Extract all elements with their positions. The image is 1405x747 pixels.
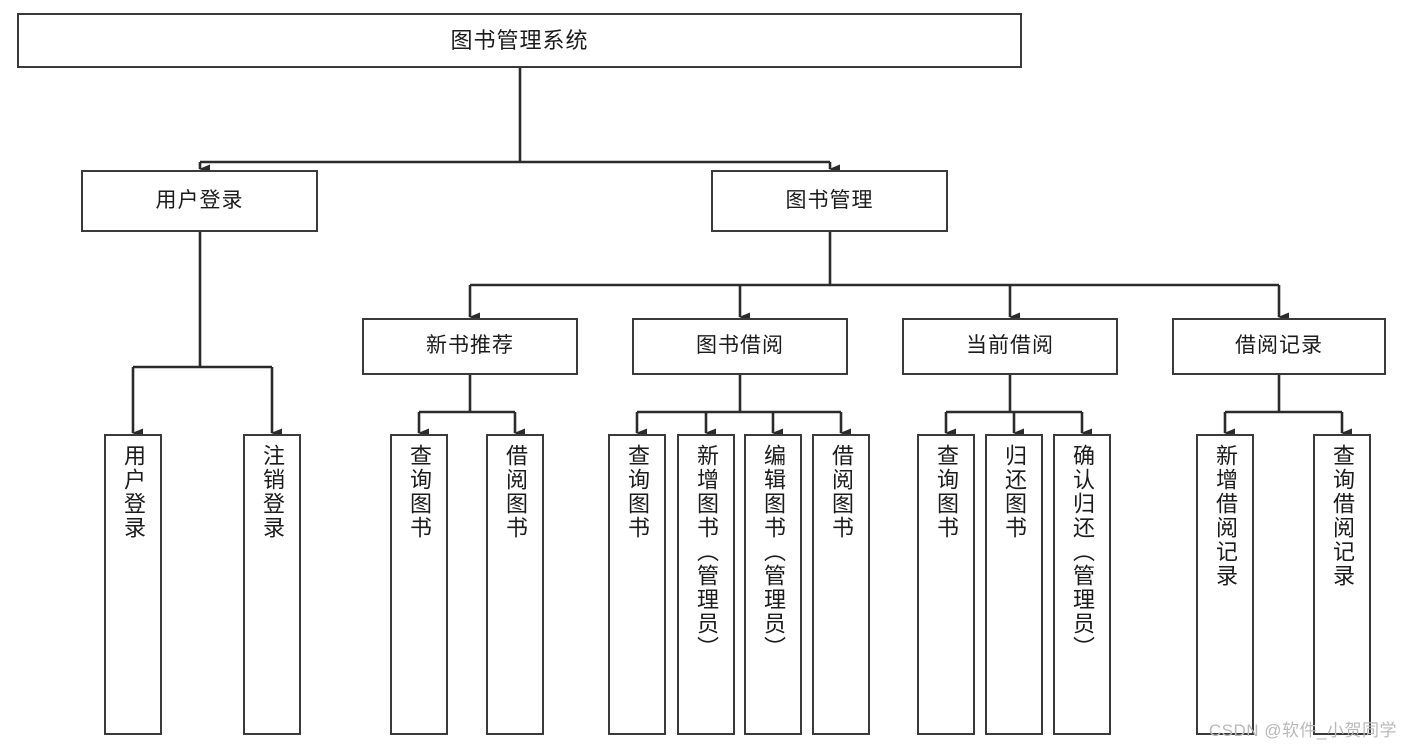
node-current-borrow[interactable]: 当前借阅: [902, 318, 1118, 375]
node-leaf-add-book-label: 新增图书（管理员）: [693, 444, 719, 660]
watermark-text: CSDN @软件_小贺同学: [1208, 721, 1397, 740]
node-leaf-return-book-label: 归还图书: [1001, 444, 1027, 540]
node-borrow-record-label: 借阅记录: [1235, 334, 1323, 358]
node-leaf-confirm-return[interactable]: 确认归还（管理员）: [1053, 434, 1111, 735]
node-root[interactable]: 图书管理系统: [17, 13, 1022, 68]
node-leaf-logout-label: 注销登录: [259, 444, 285, 540]
node-leaf-edit-book-label: 编辑图书（管理员）: [760, 444, 786, 660]
node-leaf-query-record-label: 查询借阅记录: [1329, 444, 1355, 588]
node-book-borrow[interactable]: 图书借阅: [632, 318, 848, 375]
node-leaf-user-login-label: 用户登录: [120, 444, 146, 540]
node-leaf-query-book-1[interactable]: 查询图书: [390, 434, 448, 735]
node-leaf-borrow-book-2-label: 借阅图书: [828, 444, 854, 540]
node-leaf-query-book-2[interactable]: 查询图书: [608, 434, 666, 735]
node-leaf-query-book-1-label: 查询图书: [406, 444, 432, 540]
node-new-book-recommend-label: 新书推荐: [426, 334, 514, 358]
node-book-manage-label: 图书管理: [785, 188, 874, 212]
node-leaf-confirm-return-label: 确认归还（管理员）: [1069, 444, 1095, 660]
node-new-book-recommend[interactable]: 新书推荐: [362, 318, 578, 375]
node-leaf-borrow-book-2[interactable]: 借阅图书: [812, 434, 870, 735]
node-user-login[interactable]: 用户登录: [81, 170, 318, 232]
node-leaf-add-record[interactable]: 新增借阅记录: [1196, 434, 1254, 735]
node-leaf-borrow-book-1-label: 借阅图书: [502, 444, 528, 540]
node-leaf-return-book[interactable]: 归还图书: [985, 434, 1043, 735]
node-leaf-query-book-3-label: 查询图书: [933, 444, 959, 540]
node-leaf-borrow-book-1[interactable]: 借阅图书: [486, 434, 544, 735]
node-leaf-query-record[interactable]: 查询借阅记录: [1313, 434, 1371, 735]
node-leaf-query-book-3[interactable]: 查询图书: [917, 434, 975, 735]
node-leaf-add-record-label: 新增借阅记录: [1212, 444, 1238, 588]
node-borrow-record[interactable]: 借阅记录: [1172, 318, 1386, 375]
node-leaf-edit-book[interactable]: 编辑图书（管理员）: [744, 434, 802, 735]
node-root-label: 图书管理系统: [450, 27, 589, 53]
node-book-borrow-label: 图书借阅: [696, 334, 784, 358]
node-leaf-user-login[interactable]: 用户登录: [104, 434, 162, 735]
node-leaf-logout[interactable]: 注销登录: [243, 434, 301, 735]
node-user-login-label: 用户登录: [155, 188, 244, 212]
node-leaf-add-book[interactable]: 新增图书（管理员）: [677, 434, 735, 735]
node-leaf-query-book-2-label: 查询图书: [624, 444, 650, 540]
node-current-borrow-label: 当前借阅: [966, 334, 1054, 358]
node-book-manage[interactable]: 图书管理: [711, 170, 948, 232]
